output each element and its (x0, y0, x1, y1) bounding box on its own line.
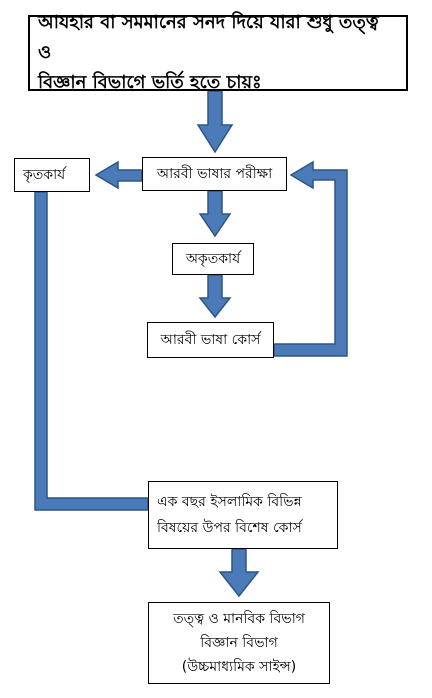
node-arabic-exam: আরবী ভাষার পরীক্ষা (142, 157, 287, 191)
node-success-label: কৃতকার্য (23, 167, 66, 183)
node-destination: তত্ত্ব ও মানবিক বিভাগ বিজ্ঞান বিভাগ (উচ্… (148, 602, 330, 684)
arrow-exam-to-success (94, 160, 143, 190)
node-arabic-exam-label: আরবী ভাষার পরীক্ষা (156, 166, 273, 182)
title-line-1: আযহার বা সমমানের সনদ দিয়ে যারা শুধু তত্… (38, 12, 379, 63)
arrow-exam-to-failed (198, 190, 232, 238)
title-line-2: বিজ্ঞান বিভাগে ভর্তি হতে চায়ঃ (38, 72, 262, 93)
arrow-failed-to-course (198, 274, 232, 319)
node-islamic-course-line-2: বিষয়ের উপর বিশেষ কোর্স (157, 520, 302, 536)
node-failed: অকৃতকার্য (172, 243, 254, 275)
node-success: কৃতকার্য (14, 158, 90, 192)
arrow-title-to-exam (196, 90, 234, 154)
node-islamic-course: এক বছর ইসলামিক বিভিন্ন বিষয়ের উপর বিশেষ… (148, 481, 338, 549)
node-islamic-course-line-1: এক বছর ইসলামিক বিভিন্ন (157, 494, 302, 510)
node-failed-label: অকৃতকার্য (185, 251, 241, 267)
node-destination-line-1: তত্ত্ব ও মানবিক বিভাগ (173, 611, 305, 627)
arrow-islamic-to-destination (218, 548, 260, 598)
arrow-success-to-islamic-course (34, 191, 149, 511)
node-destination-line-2: বিজ্ঞান বিভাগ (200, 635, 278, 651)
node-arabic-course: আরবী ভাষা কোর্স (147, 322, 274, 358)
arrow-course-loop-to-exam (273, 160, 348, 357)
title-box: আযহার বা সমমানের সনদ দিয়ে যারা শুধু তত্… (28, 12, 408, 93)
node-arabic-course-label: আরবী ভাষা কোর্স (160, 332, 261, 348)
node-destination-line-3: (উচ্চমাধ্যমিক সাইন্স) (181, 659, 297, 675)
